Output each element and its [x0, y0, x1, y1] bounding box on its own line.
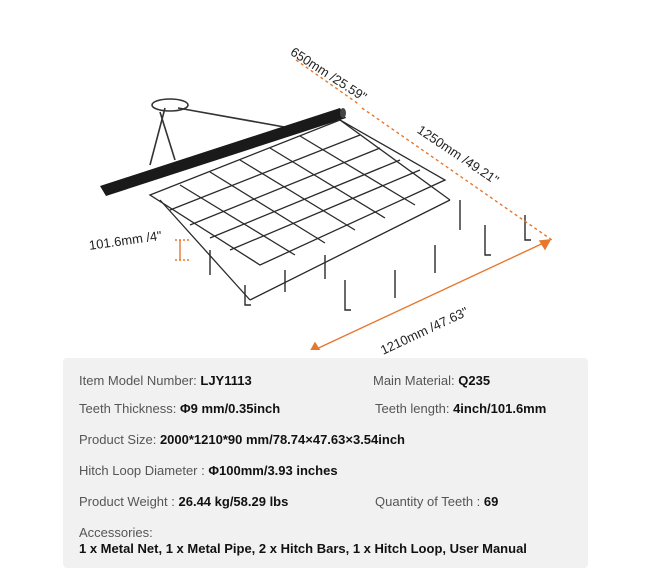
hitch-label: Hitch Loop Diameter : [79, 463, 205, 478]
model-label: Item Model Number: [79, 373, 197, 388]
size-value: 2000*1210*90 mm/78.74×47.63×3.54inch [159, 432, 405, 447]
product-figure: 650mm /25.59" 1250mm /49.21" 1210mm /47.… [88, 44, 553, 358]
dimension-lines [175, 59, 553, 350]
metal-pipe [100, 108, 346, 196]
material-value: Q235 [458, 373, 491, 388]
harrow-teeth [209, 200, 531, 311]
size-label: Product Size: [79, 432, 157, 447]
thickness-label: Teeth Thickness: [79, 401, 177, 416]
quantity-row: Quantity of Teeth : 69 [375, 494, 498, 509]
metal-net [148, 119, 451, 301]
teeth-length-label: Teeth length: [375, 401, 450, 416]
material-row: Main Material: Q235 [373, 373, 490, 388]
teeth-length-row: Teeth length: 4inch/101.6mm [375, 401, 546, 416]
hitch-assembly [149, 98, 291, 166]
model-row: Item Model Number: LJY1113 [79, 373, 252, 388]
weight-row: Product Weight : 26.44 kg/58.29 lbs [79, 494, 288, 509]
weight-label: Product Weight : [79, 494, 175, 509]
thickness-row: Teeth Thickness: Φ9 mm/0.35inch [79, 401, 280, 416]
spec-panel: Item Model Number: LJY1113 Main Material… [63, 358, 588, 568]
quantity-label: Quantity of Teeth : [375, 494, 481, 509]
accessories-label: Accessories: [79, 525, 153, 540]
weight-value: 26.44 kg/58.29 lbs [178, 494, 289, 509]
drag-harrow-illustration [100, 59, 553, 350]
hitch-row: Hitch Loop Diameter : Φ100mm/3.93 inches [79, 463, 338, 478]
quantity-value: 69 [483, 494, 499, 509]
hitch-value: Φ100mm/3.93 inches [208, 463, 338, 478]
size-row: Product Size: 2000*1210*90 mm/78.74×47.6… [79, 432, 405, 447]
accessories-value: 1 x Metal Net, 1 x Metal Pipe, 2 x Hitch… [79, 541, 527, 556]
model-value: LJY1113 [200, 373, 252, 388]
material-label: Main Material: [373, 373, 455, 388]
thickness-value: Φ9 mm/0.35inch [179, 401, 281, 416]
teeth-length-value: 4inch/101.6mm [453, 401, 547, 416]
